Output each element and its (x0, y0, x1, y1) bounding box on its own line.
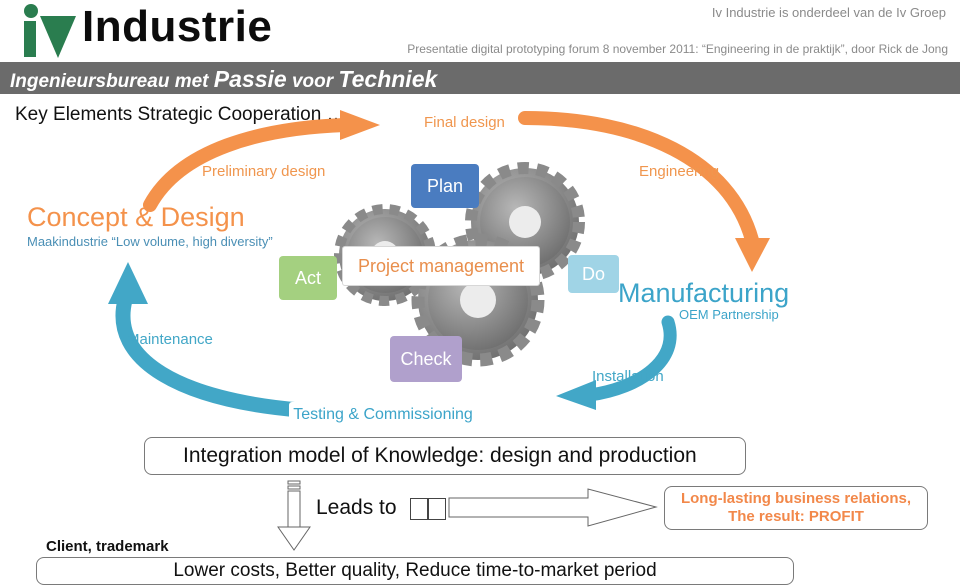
logo-text: Industrie (82, 2, 273, 51)
down-arrow-icon (277, 480, 311, 551)
blue-arc-right (583, 315, 677, 402)
lower-costs-box: Lower costs, Better quality, Reduce time… (36, 557, 794, 585)
orange-arc-right (518, 111, 759, 247)
lower-costs-text: Lower costs, Better quality, Reduce time… (173, 560, 657, 581)
banner-text: Ingenieursbureau met Passie voor Technie… (10, 66, 437, 93)
placeholder-box-icon (410, 498, 428, 520)
result-line-2: The result: PROFIT (728, 508, 864, 525)
banner-part-1: Ingenieursbureau met (10, 71, 214, 92)
act-box: Act (279, 256, 337, 300)
project-management-box: Project management (342, 246, 540, 286)
concept-design-title: Concept & Design (27, 202, 245, 232)
client-trademark-text: Client, trademark (46, 538, 169, 555)
result-box: Long-lasting business relations, The res… (664, 486, 928, 530)
blue-arrowhead-right (556, 380, 596, 410)
right-arrow-icon (448, 488, 658, 527)
testing-commissioning-label: Testing & Commissioning (289, 402, 477, 428)
banner-part-2: Passie (213, 66, 287, 92)
manufacturing-subtitle: OEM Partnership (679, 307, 779, 322)
blue-arrowhead-left (108, 262, 148, 304)
result-line-1: Long-lasting business relations, (680, 490, 912, 507)
banner-part-3: voor (286, 71, 339, 92)
manufacturing-title: Manufacturing (618, 278, 790, 308)
do-box: Do (568, 255, 619, 293)
slide-title: Key Elements Strategic Cooperation … (15, 104, 346, 125)
group-text: Iv Industrie is onderdeel van de Iv Groe… (711, 5, 946, 20)
leads-to-text: Leads to (316, 496, 397, 519)
banner (0, 62, 960, 94)
placeholder-box-icon (428, 498, 446, 520)
orange-arc-left (143, 118, 352, 212)
label-preliminary-design: Preliminary design (202, 163, 326, 180)
label-maintenance: Maintenance (127, 331, 213, 348)
concept-design-subtitle: Maakindustrie “Low volume, high diversit… (27, 234, 273, 249)
presentation-text: Presentatie digital prototyping forum 8 … (407, 42, 948, 56)
plan-box: Plan (411, 164, 479, 208)
orange-arrowhead-right (735, 238, 770, 272)
label-installation: Installation (592, 368, 664, 385)
banner-part-4: Techniek (338, 66, 438, 92)
orange-arrowhead-left (340, 110, 380, 140)
label-engineering: Engineering (639, 163, 720, 180)
check-box: Check (390, 336, 462, 382)
blue-arc-left (115, 292, 308, 418)
integration-model-box: Integration model of Knowledge: design a… (144, 437, 746, 475)
iv-logo-icon (24, 4, 76, 58)
integration-model-text: Integration model of Knowledge: design a… (183, 444, 697, 467)
label-final-design: Final design (424, 114, 505, 131)
